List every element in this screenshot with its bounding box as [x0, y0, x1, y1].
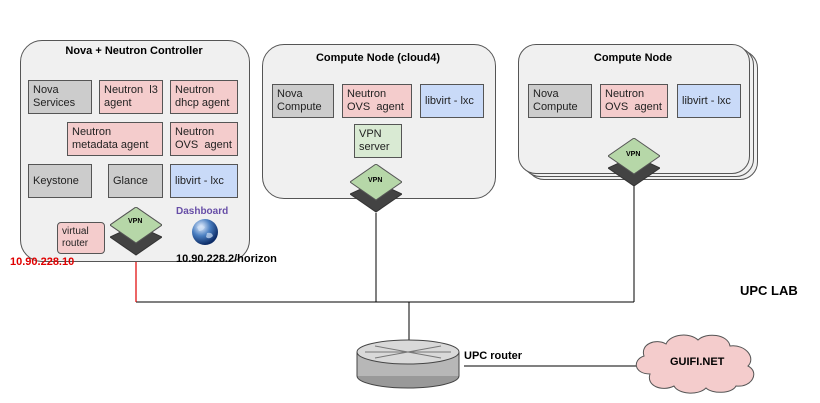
vpn-server-box: VPN server — [354, 124, 402, 158]
compute1-vpn-switch — [350, 164, 402, 213]
virtual-router-box: virtual router — [57, 222, 105, 254]
controller-vpn-switch — [110, 207, 162, 256]
router-icon — [356, 339, 460, 389]
neutron-ovs-box: Neutron OVS agent — [170, 122, 238, 156]
compute2-libvirt-box: libvirt - lxc — [677, 84, 741, 118]
compute1-title: Compute Node (cloud4) — [315, 52, 441, 64]
compute2-title: Compute Node — [593, 52, 673, 64]
upc-lab-label: UPC LAB — [740, 283, 798, 298]
neutron-metadata-box: Neutron metadata agent — [67, 122, 163, 156]
keystone-box: Keystone — [28, 164, 92, 198]
compute2-nova-box: Nova Compute — [528, 84, 592, 118]
compute2-neutron-ovs-box: Neutron OVS agent — [600, 84, 668, 118]
cloud-icon — [635, 334, 755, 394]
controller-title: Nova + Neutron Controller — [65, 45, 203, 57]
libvirt-box: libvirt - lxc — [170, 164, 238, 198]
dashboard-label[interactable]: Dashboard — [176, 206, 229, 217]
compute2-vpn-label: VPN — [626, 151, 641, 158]
horizon-url[interactable]: 10.90.228.2/horizon — [176, 253, 277, 265]
compute1-libvirt-box: libvirt - lxc — [420, 84, 484, 118]
compute1-nova-box: Nova Compute — [272, 84, 334, 118]
neutron-dhcp-box: Neutron dhcp agent — [170, 80, 238, 114]
guifi-label: GUIFI.NET — [670, 356, 725, 368]
compute1-neutron-ovs-box: Neutron OVS agent — [342, 84, 412, 118]
controller-ip: 10.90.228.10 — [10, 256, 75, 268]
glance-box: Glance — [108, 164, 163, 198]
compute1-vpn-label: VPN — [368, 177, 383, 184]
nova-services-box: Nova Services — [28, 80, 92, 114]
compute2-vpn-switch — [608, 138, 660, 187]
upc-router-label: UPC router — [464, 350, 523, 362]
neutron-l3-box: Neutron l3 agent — [99, 80, 163, 114]
controller-vpn-label: VPN — [128, 218, 143, 225]
globe-icon[interactable] — [190, 217, 220, 247]
